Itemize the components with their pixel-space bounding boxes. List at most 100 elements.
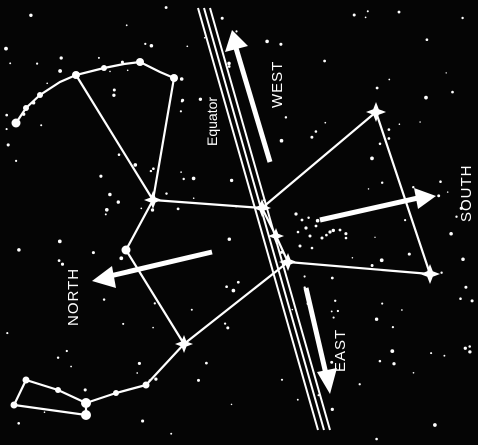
faint-star [376,87,379,90]
faint-star [375,438,378,441]
faint-star [324,122,326,124]
faint-star [227,62,231,66]
faint-star [337,310,339,312]
faint-star [118,153,121,156]
faint-star [44,411,46,413]
star [12,119,21,128]
faint-star [401,309,403,311]
faint-star [344,232,347,235]
faint-star [134,163,138,167]
faint-star [237,281,240,284]
faint-star [66,350,68,352]
faint-star [392,362,395,365]
faint-star [4,47,8,51]
faint-star [151,208,154,211]
faint-star [404,219,406,221]
faint-star [9,62,11,64]
faint-star [105,208,109,212]
faint-star [325,234,328,237]
faint-star [165,192,167,194]
faint-star [333,317,335,319]
faint-star [443,355,445,357]
faint-star [390,349,394,353]
faint-star [46,82,48,84]
faint-star [228,65,231,68]
faint-star [226,326,229,329]
faint-star [445,72,446,73]
faint-star [177,208,180,211]
star [23,377,30,384]
faint-star [141,419,144,422]
faint-star [183,178,185,180]
faint-star [205,362,208,365]
faint-star [152,167,155,170]
faint-star [40,124,42,126]
faint-star [109,71,111,73]
faint-star [388,128,391,131]
faint-star [108,193,112,197]
faint-star [186,45,188,47]
faint-star [99,175,102,178]
faint-star [307,217,309,219]
faint-star [461,257,465,261]
faint-star [370,157,374,161]
faint-star [84,388,87,391]
faint-star [315,130,318,133]
faint-star [235,30,237,32]
faint-star [379,360,382,363]
faint-star [197,379,200,382]
faint-star [439,180,442,183]
faint-star [310,136,313,139]
faint-star [154,377,157,380]
faint-star [17,248,21,252]
faint-star [180,77,184,81]
faint-star [152,327,154,329]
star [122,246,131,255]
faint-star [280,139,284,143]
faint-star [323,60,326,63]
faint-star [7,143,10,146]
faint-star [281,379,283,381]
faint-star [304,275,306,277]
faint-star [154,302,156,304]
faint-star [381,181,383,183]
faint-star [140,208,142,210]
faint-star [192,177,196,181]
faint-star [230,179,233,182]
faint-star [365,17,367,19]
faint-star [379,143,382,146]
faint-star [433,423,437,427]
faint-star [424,96,428,100]
faint-star [105,213,107,215]
star [170,74,178,82]
faint-star [430,352,432,354]
faint-star [459,297,462,300]
faint-star [381,303,383,305]
faint-star [150,170,152,172]
star [81,398,91,408]
faint-star [119,256,123,260]
faint-star [412,186,414,188]
faint-star [392,326,394,328]
faint-star [408,253,411,256]
star [113,390,119,396]
faint-star [60,56,63,59]
faint-star [204,37,206,39]
faint-star [468,350,471,353]
faint-star [334,300,336,302]
faint-star [388,137,391,140]
faint-star [112,94,115,97]
faint-star [117,200,120,203]
faint-star [331,408,334,411]
faint-star [461,17,463,19]
faint-star [193,197,195,199]
star [72,71,80,79]
faint-star [228,237,231,240]
faint-star [136,372,138,374]
star [37,92,43,98]
faint-star [426,38,429,41]
faint-star [374,237,375,238]
faint-star [331,310,333,312]
faint-star [232,289,236,293]
